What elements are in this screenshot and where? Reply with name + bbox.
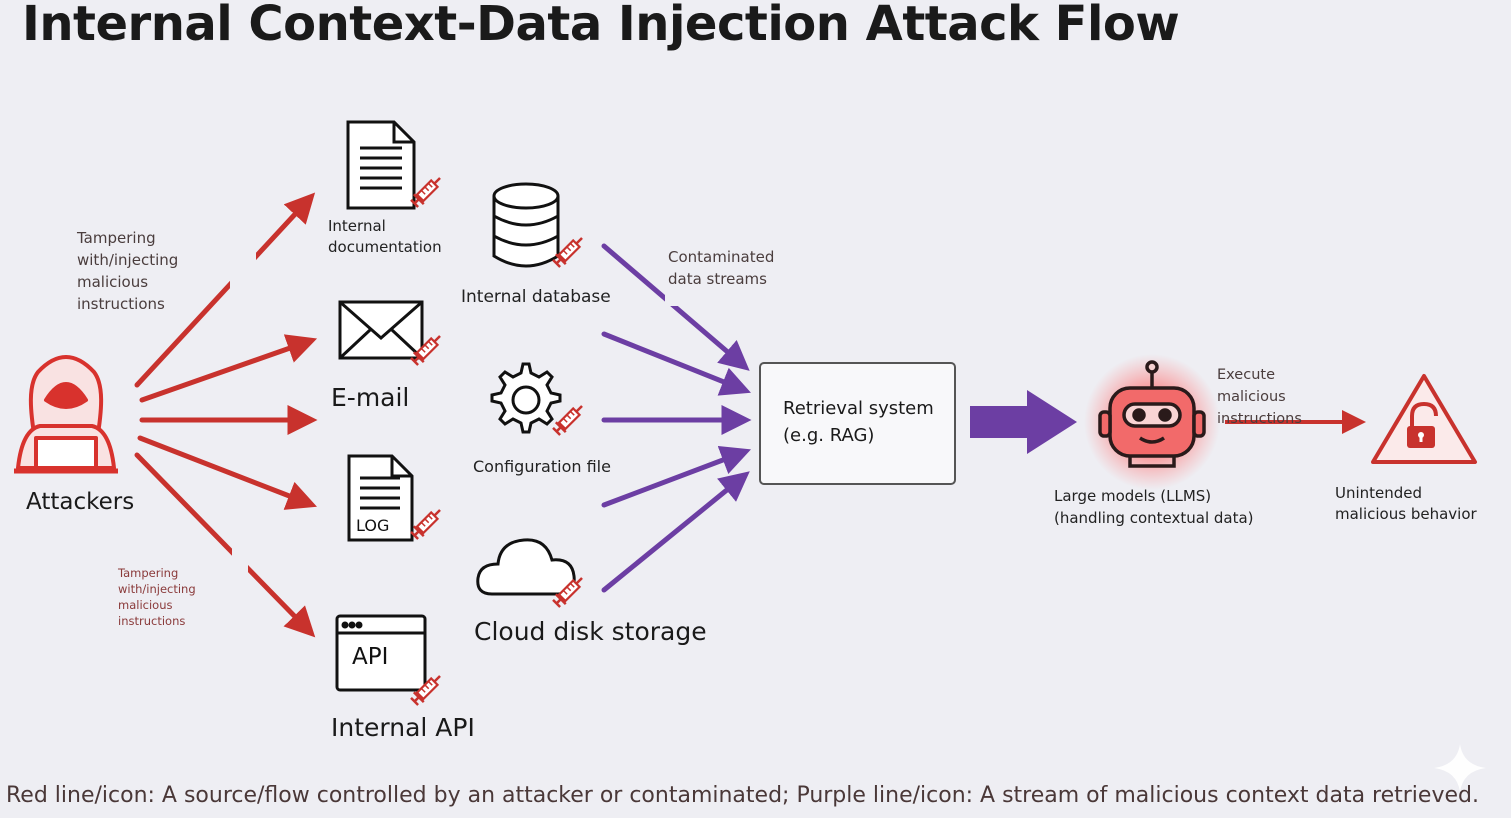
cloud-icon [476,538,576,596]
api-window-icon [335,614,427,692]
arrow-to-log-file [137,435,317,510]
retrieval-to-llm-arrow [970,390,1077,454]
legend-text: Red line/icon: A source/flow controlled … [6,783,1479,808]
internal-api-label: Internal API [331,713,475,742]
arrow-to-email [139,334,318,403]
arrow-to-api [134,452,316,638]
retrieval-box [759,362,956,485]
envelope-icon [338,300,424,360]
stream-config-2 [601,445,752,508]
cloud-disk-storage-label: Cloud disk storage [474,617,707,646]
llm-label: Large models (LLMS)(handling contextual … [1054,487,1254,527]
execute-note: Execute malicious instructions [1217,367,1302,427]
internal-database-label: Internal database [461,287,611,307]
log-file-icon [347,454,414,542]
configuration-file-label: Configuration file [473,457,611,476]
warning-unlock-icon [1371,374,1477,464]
arrow-to-documentation [134,192,316,388]
retrieval-system-line1: Retrieval system [783,398,934,419]
email-label: E-mail [331,383,410,412]
tampering-note-top: Tampering with/injecting malicious instr… [77,229,179,313]
sparkle-icon [1434,744,1486,792]
attackers-label: Attackers [26,489,135,515]
gear-icon [490,362,562,434]
hooded-hacker-icon [14,355,118,474]
internal-documentation-label: Internal documentation [328,217,442,256]
stream-db-2 [601,331,751,396]
page-title: Internal Context-Data Injection Attack F… [22,0,1180,52]
retrieval-system-line2: (e.g. RAG) [783,425,875,446]
database-icon [492,182,560,268]
tampering-note-bottom: Tampering with/injecting malicious instr… [118,566,196,628]
robot-icon [1098,360,1206,468]
api-icon-text: API [352,644,389,670]
contaminated-streams-note: Contaminated data streams [668,248,775,288]
outcome-label: Unintended malicious behavior [1335,484,1477,523]
attack-arrows [134,192,318,638]
stream-cloud [601,471,750,593]
log-icon-text: LOG [356,516,390,535]
document-icon [346,120,416,210]
